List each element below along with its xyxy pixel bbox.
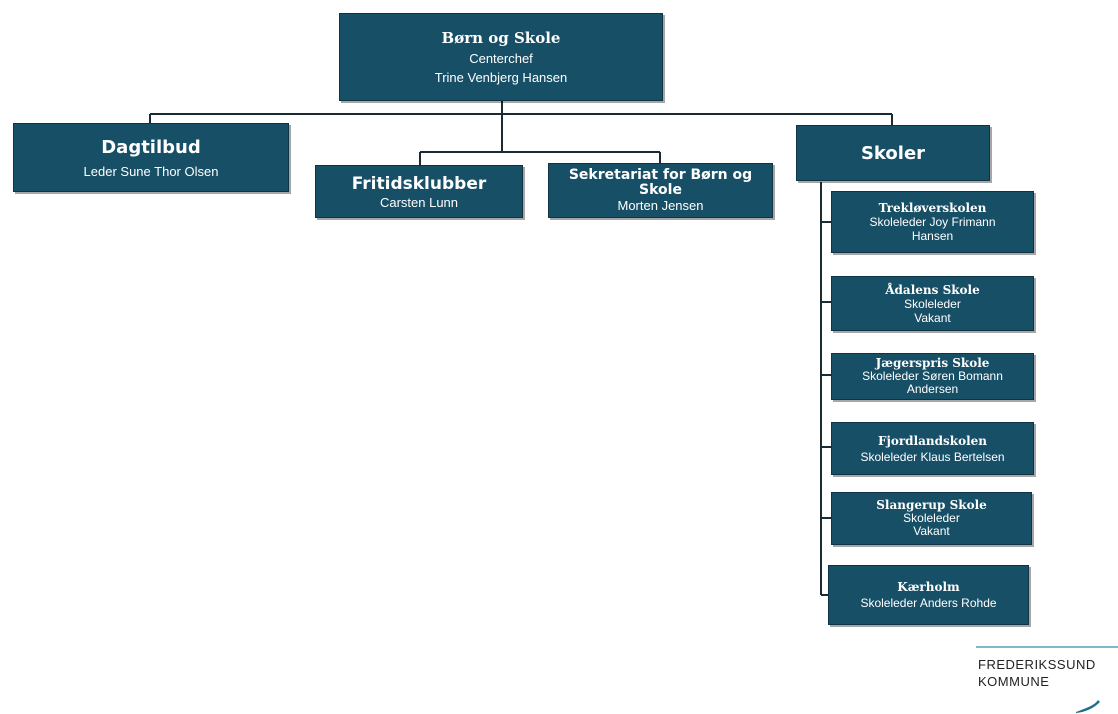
root-name: Trine Venbjerg Hansen bbox=[434, 70, 568, 85]
school-box: Slangerup Skole Skoleleder Vakant bbox=[831, 492, 1032, 545]
school-name: Kærholm bbox=[897, 580, 960, 594]
logo-rule bbox=[976, 646, 1118, 648]
school-line1: Skoleleder bbox=[904, 296, 961, 311]
school-box: Fjordlandskolen Skoleleder Klaus Bertels… bbox=[831, 422, 1034, 475]
school-line1: Skoleleder Klaus Bertelsen bbox=[860, 449, 1005, 464]
school-name: Jægerspris Skole bbox=[875, 356, 990, 370]
fritidsklubber-leader: Carsten Lunn bbox=[379, 194, 459, 210]
root-title: Børn og Skole bbox=[441, 29, 561, 47]
frederikssund-logo: FREDERIKSSUND KOMMUNE bbox=[976, 646, 1118, 714]
dagtilbud-box: Dagtilbud Leder Sune Thor Olsen bbox=[13, 123, 289, 192]
school-line2: Andersen bbox=[906, 382, 959, 396]
logo-line1: FREDERIKSSUND bbox=[978, 657, 1096, 672]
fritidsklubber-box: Fritidsklubber Carsten Lunn bbox=[315, 165, 523, 218]
school-line1: Skoleleder Joy Frimann bbox=[869, 215, 996, 229]
sekretariat-leader: Morten Jensen bbox=[617, 198, 704, 213]
dagtilbud-title: Dagtilbud bbox=[101, 136, 201, 158]
root-box: Børn og Skole Centerchef Trine Venbjerg … bbox=[339, 13, 663, 101]
school-line2: Hansen bbox=[911, 229, 954, 243]
fritidsklubber-title: Fritidsklubber bbox=[351, 173, 487, 194]
school-box: Jægerspris Skole Skoleleder Søren Bomann… bbox=[831, 353, 1034, 400]
skoler-title: Skoler bbox=[860, 142, 926, 164]
school-box: Kærholm Skoleleder Anders Rohde bbox=[828, 565, 1029, 625]
school-line1: Skoleleder Søren Bomann bbox=[862, 369, 1003, 383]
sekretariat-title: Sekretariat for Børn og Skole bbox=[568, 167, 753, 198]
root-role: Centerchef bbox=[469, 51, 533, 66]
skoler-box: Skoler bbox=[796, 125, 990, 181]
sekretariat-box: Sekretariat for Børn og Skole Morten Jen… bbox=[548, 163, 773, 218]
logo-mark-icon bbox=[1076, 700, 1100, 713]
school-line2: Vakant bbox=[913, 524, 950, 538]
school-line1: Skoleleder Anders Rohde bbox=[860, 596, 997, 610]
school-name: Ådalens Skole bbox=[885, 282, 980, 297]
school-line1: Skoleleder bbox=[903, 511, 960, 525]
school-box: Ådalens Skole Skoleleder Vakant bbox=[831, 276, 1034, 331]
school-name: Slangerup Skole bbox=[876, 498, 987, 512]
logo-line2: KOMMUNE bbox=[978, 674, 1050, 689]
dagtilbud-leader: Leder Sune Thor Olsen bbox=[83, 163, 219, 179]
school-line2: Vakant bbox=[914, 310, 951, 325]
school-name: Trekløverskolen bbox=[878, 201, 987, 215]
school-name: Fjordlandskolen bbox=[877, 433, 988, 448]
school-box: Trekløverskolen Skoleleder Joy Frimann H… bbox=[831, 191, 1034, 253]
